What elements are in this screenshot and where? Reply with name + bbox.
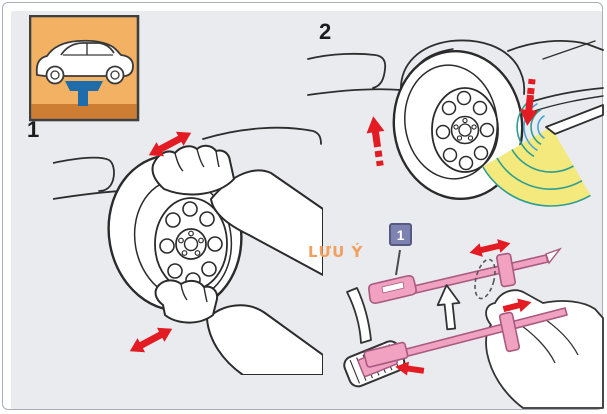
wheel xyxy=(392,49,524,201)
cap-slot xyxy=(381,281,405,294)
step2-listen-illustration xyxy=(307,39,604,207)
listening-rod xyxy=(545,104,604,135)
slide-arrow-left xyxy=(395,361,425,376)
sound-wave-fan xyxy=(481,96,591,207)
lower-hand xyxy=(154,279,323,375)
lift-direction-arrow xyxy=(436,284,461,331)
sound-yellow-wedge xyxy=(482,127,591,207)
callout-1-badge: 1 xyxy=(389,223,412,246)
step-2-number: 2 xyxy=(319,19,332,44)
page-frame: 1 2 LƯU Ý 1 xyxy=(2,2,604,410)
sound-teal-arcs xyxy=(481,149,591,207)
car-icon xyxy=(35,39,134,85)
hand xyxy=(485,289,604,409)
upper-clamp xyxy=(496,252,516,288)
lower-tie-rod xyxy=(363,307,568,368)
inset-ground xyxy=(31,104,137,119)
press-down-arrow xyxy=(519,78,538,126)
rod-pedal-connector xyxy=(363,341,409,368)
car-on-lift-icon xyxy=(29,15,140,122)
wheel-rim xyxy=(431,87,499,173)
rock-arrow-bottom xyxy=(129,327,173,353)
upper-tie-rod xyxy=(368,247,563,304)
lower-clamp xyxy=(498,311,521,353)
rock-arrow-top xyxy=(148,131,192,157)
slide-arrow-right xyxy=(502,298,532,313)
callout-1-number: 1 xyxy=(396,226,405,243)
slide-arrow-upper xyxy=(469,239,511,257)
dashed-cotter-loop xyxy=(474,258,496,300)
illustration-canvas: 1 2 LƯU Ý 1 xyxy=(11,11,604,409)
step-1-number: 1 xyxy=(27,117,40,142)
lift-icon xyxy=(65,81,103,106)
note-tie-rod-diagram xyxy=(343,239,604,409)
press-up-arrow xyxy=(366,116,385,167)
note-label: LƯU Ý xyxy=(308,243,364,261)
callout-leader-line xyxy=(395,249,401,276)
step1-rock-wheel-illustration xyxy=(53,126,323,375)
upper-hand xyxy=(151,144,323,276)
